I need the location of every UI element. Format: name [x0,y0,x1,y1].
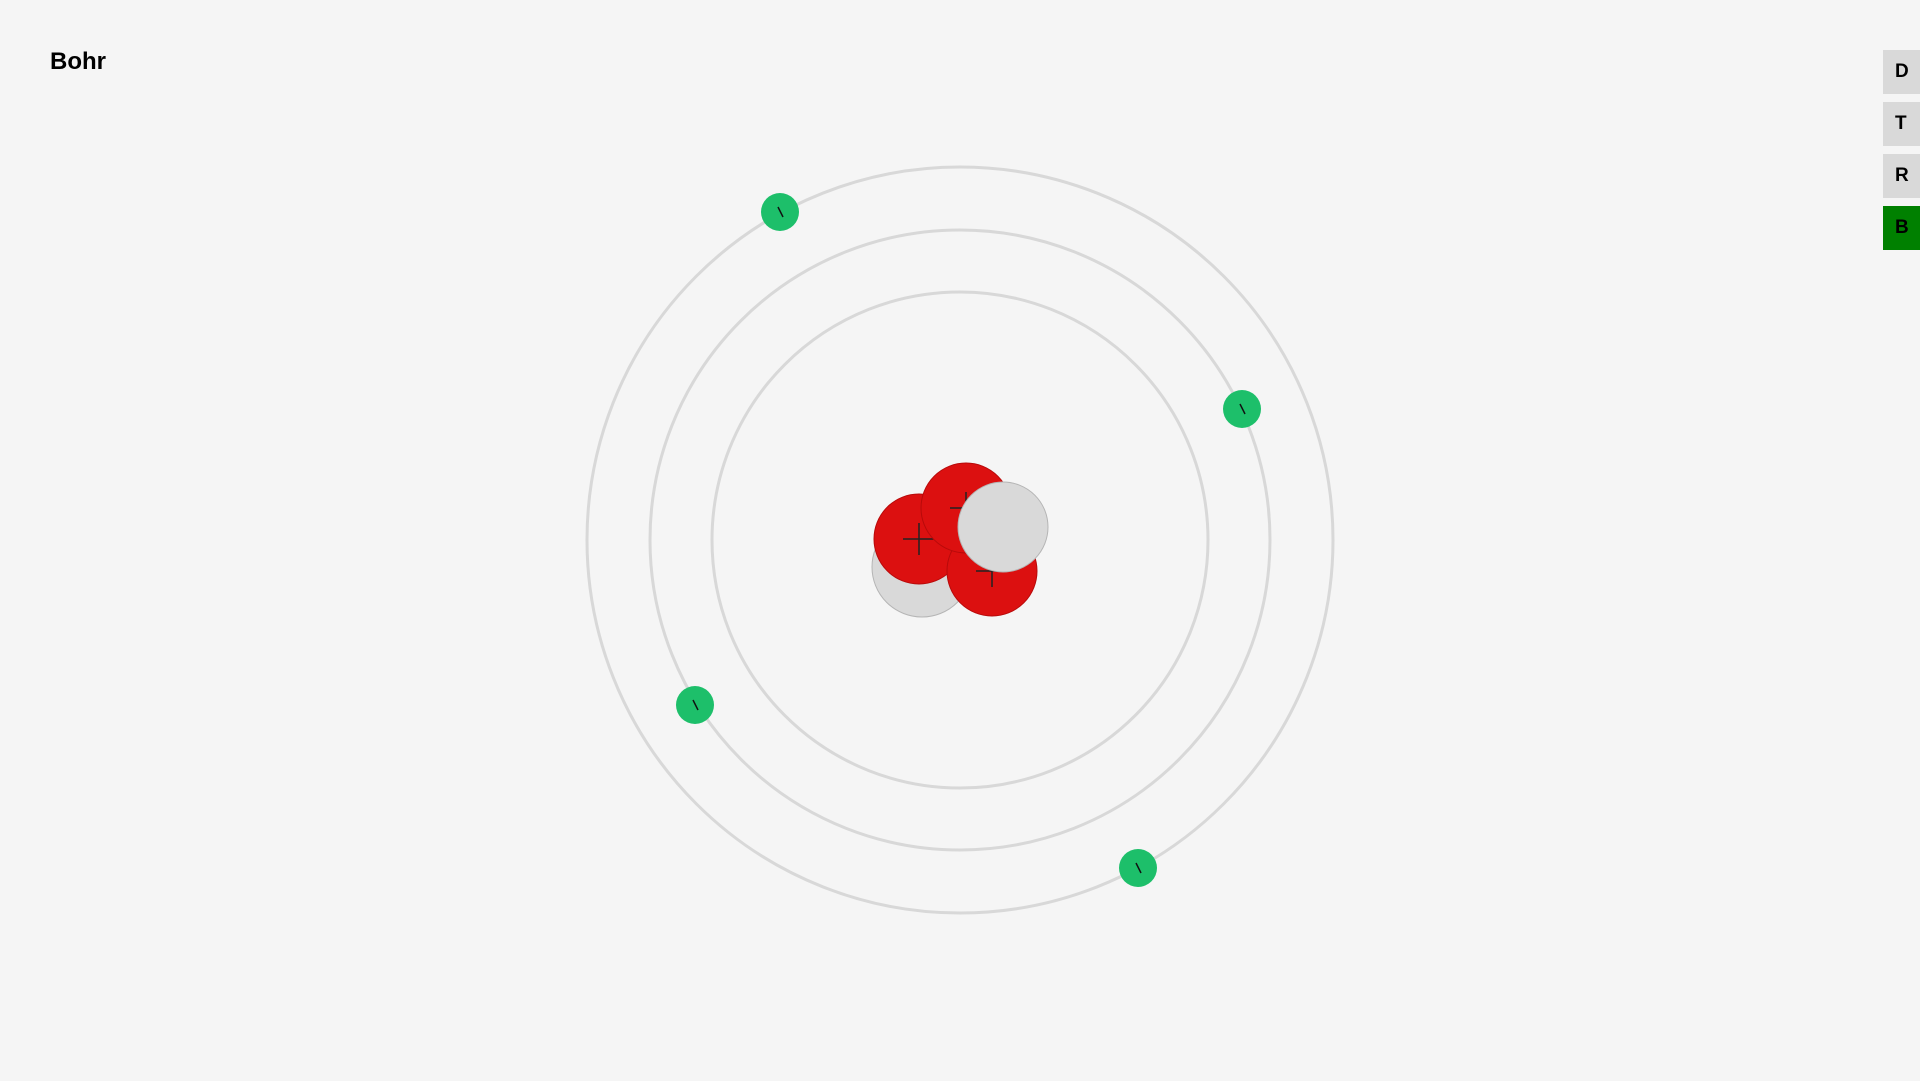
electron-mark-icon [1239,403,1246,415]
neutron-2 [957,481,1049,573]
orbit-1 [710,290,1210,790]
plus-icon [903,523,935,555]
tool-button-b[interactable]: B [1883,206,1920,250]
nucleus [871,462,1049,618]
orbit-3 [585,165,1335,915]
tool-button-r[interactable]: R [1883,154,1920,198]
orbit-2 [648,228,1272,852]
page-title: Bohr [50,48,106,75]
electron-mark-icon [692,699,699,711]
tool-button-t[interactable]: T [1883,102,1920,146]
electron-mark-icon [777,206,784,218]
electron-2[interactable] [1223,390,1261,428]
electron-1[interactable] [761,193,799,231]
tool-button-d[interactable]: D [1883,50,1920,94]
electron-mark-icon [1135,862,1142,874]
electron-3[interactable] [676,686,714,724]
view-toolbar: D T R B [1883,50,1920,250]
electron-4[interactable] [1119,849,1157,887]
